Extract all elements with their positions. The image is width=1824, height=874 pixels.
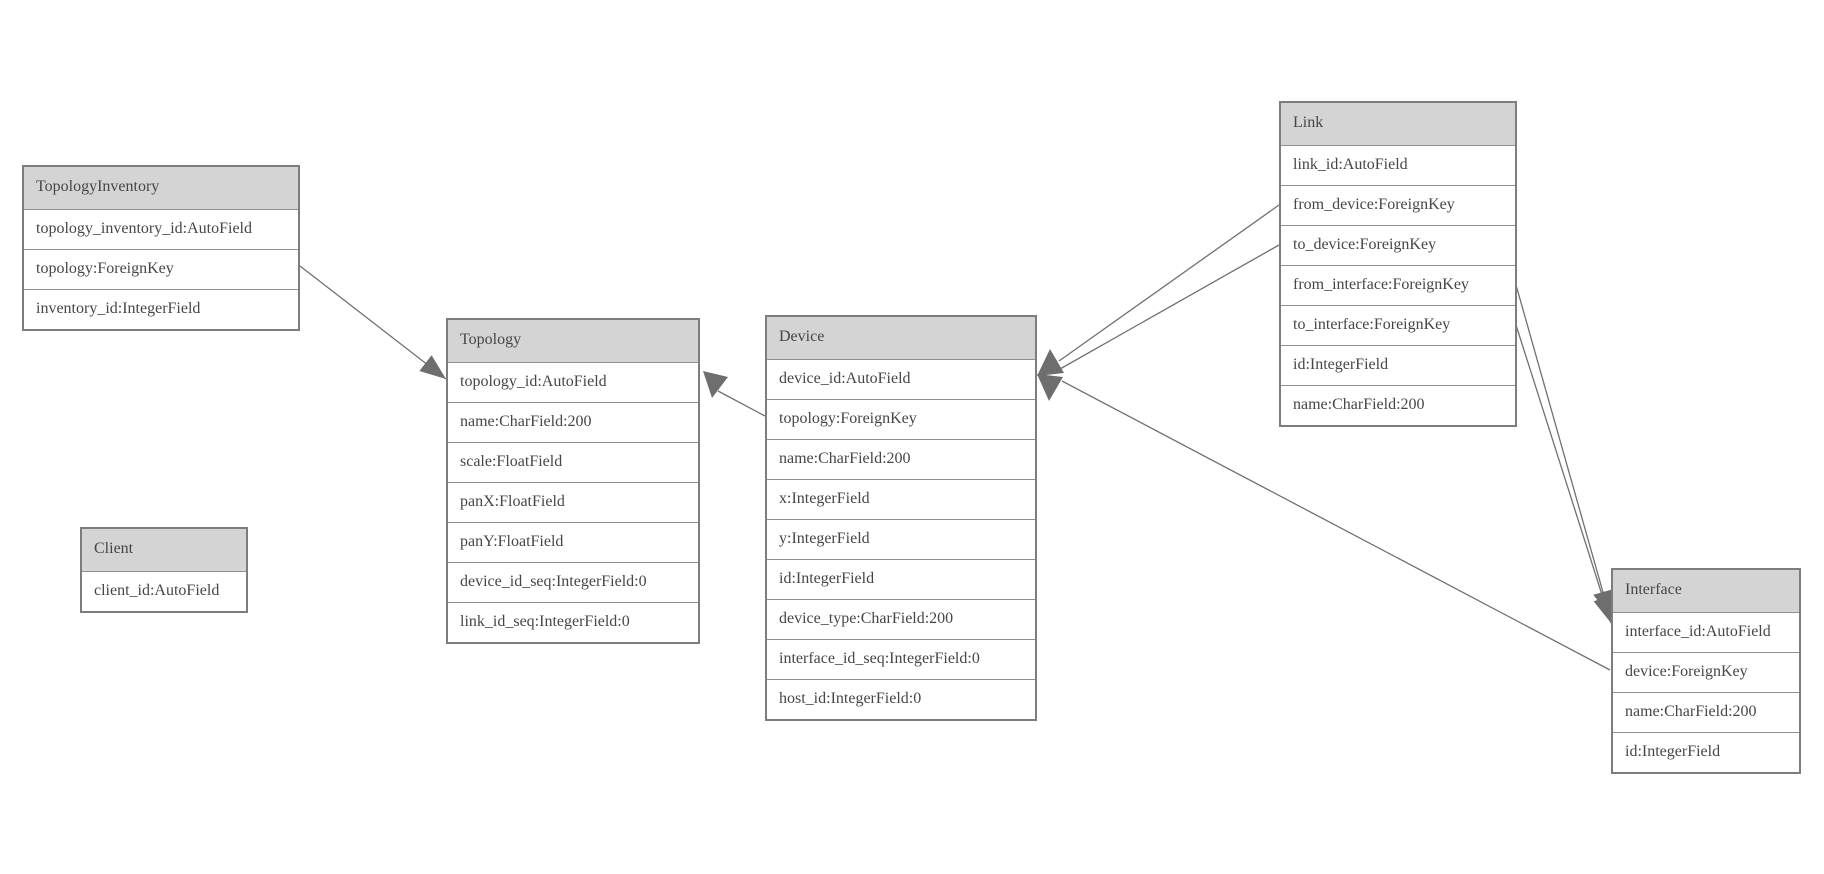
field-row: to_interface:ForeignKey	[1281, 305, 1515, 345]
entity-link-header: Link	[1281, 103, 1515, 145]
field-row: client_id:AutoField	[82, 571, 246, 611]
field-row: device:ForeignKey	[1613, 652, 1799, 692]
connector-link-todevice-device	[1059, 244, 1280, 370]
entity-device-header: Device	[767, 317, 1035, 359]
field-row: interface_id_seq:IntegerField:0	[767, 639, 1035, 679]
field-row: panY:FloatField	[448, 522, 698, 562]
connector-link-frominterface-interface	[1515, 284, 1613, 618]
field-row: inventory_id:IntegerField	[24, 289, 298, 329]
field-row: device_id_seq:IntegerField:0	[448, 562, 698, 602]
field-row: name:CharField:200	[767, 439, 1035, 479]
entity-link[interactable]: Link link_id:AutoField from_device:Forei…	[1279, 101, 1517, 427]
field-row: link_id_seq:IntegerField:0	[448, 602, 698, 642]
connector-topologyinventory-topology	[299, 265, 447, 380]
entity-topology-header: Topology	[448, 320, 698, 362]
field-row: topology_inventory_id:AutoField	[24, 209, 298, 249]
field-row: to_device:ForeignKey	[1281, 225, 1515, 265]
entity-interface[interactable]: Interface interface_id:AutoField device:…	[1611, 568, 1801, 774]
entity-interface-header: Interface	[1613, 570, 1799, 612]
connector-device-topology	[717, 390, 766, 417]
field-row: id:IntegerField	[1613, 732, 1799, 772]
field-row: link_id:AutoField	[1281, 145, 1515, 185]
field-row: x:IntegerField	[767, 479, 1035, 519]
entity-topology-inventory-header: TopologyInventory	[24, 167, 298, 209]
entity-device[interactable]: Device device_id:AutoField topology:Fore…	[765, 315, 1037, 721]
arrowhead-interface-device	[1037, 374, 1063, 401]
field-row: name:CharField:200	[448, 402, 698, 442]
entity-client[interactable]: Client client_id:AutoField	[80, 527, 248, 613]
field-row: from_interface:ForeignKey	[1281, 265, 1515, 305]
field-row: id:IntegerField	[767, 559, 1035, 599]
field-row: name:CharField:200	[1281, 385, 1515, 425]
field-row: topology_id:AutoField	[448, 362, 698, 402]
field-row: interface_id:AutoField	[1613, 612, 1799, 652]
field-row: device_type:CharField:200	[767, 599, 1035, 639]
connector-link-tointerface-interface	[1515, 324, 1613, 624]
entity-topology-inventory[interactable]: TopologyInventory topology_inventory_id:…	[22, 165, 300, 331]
field-row: scale:FloatField	[448, 442, 698, 482]
field-row: panX:FloatField	[448, 482, 698, 522]
field-row: id:IntegerField	[1281, 345, 1515, 385]
connector-interface-device	[1061, 380, 1611, 671]
field-row: from_device:ForeignKey	[1281, 185, 1515, 225]
arrowhead-device-topology	[703, 371, 728, 398]
field-row: host_id:IntegerField:0	[767, 679, 1035, 719]
connector-link-fromdevice-device	[1058, 204, 1280, 362]
field-row: topology:ForeignKey	[767, 399, 1035, 439]
field-row: name:CharField:200	[1613, 692, 1799, 732]
entity-topology[interactable]: Topology topology_id:AutoField name:Char…	[446, 318, 700, 644]
field-row: device_id:AutoField	[767, 359, 1035, 399]
arrowhead-link-device	[1037, 349, 1064, 376]
entity-client-header: Client	[82, 529, 246, 571]
field-row: topology:ForeignKey	[24, 249, 298, 289]
field-row: y:IntegerField	[767, 519, 1035, 559]
